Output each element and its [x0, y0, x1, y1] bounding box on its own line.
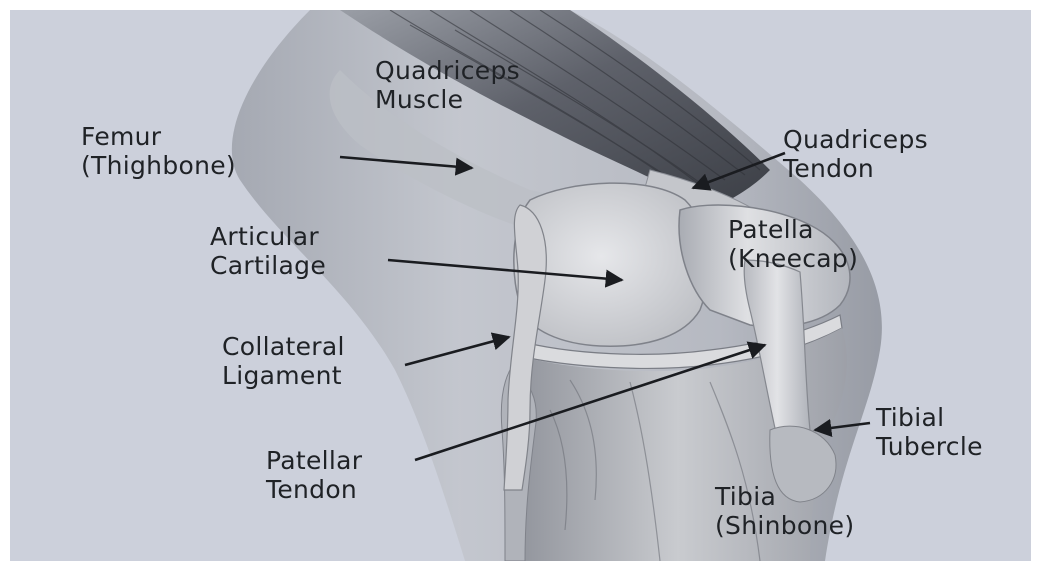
label-collateral-ligament-line2: Ligament [222, 361, 345, 390]
label-collateral-ligament-line1: Collateral [222, 332, 345, 361]
label-articular-cartilage-line1: Articular [210, 222, 326, 251]
label-patella: Patella (Kneecap) [728, 215, 858, 273]
label-femur: Femur (Thighbone) [81, 122, 236, 180]
label-femur-line1: Femur [81, 122, 236, 151]
label-tibial-tubercle-line1: Tibial [876, 403, 983, 432]
label-quadriceps-muscle-line2: Muscle [375, 85, 520, 114]
label-quadriceps-tendon-line2: Tendon [783, 154, 928, 183]
label-patellar-tendon-line1: Patellar [266, 446, 362, 475]
label-quadriceps-tendon: Quadriceps Tendon [783, 125, 928, 183]
label-patella-line1: Patella [728, 215, 858, 244]
label-patellar-tendon-line2: Tendon [266, 475, 362, 504]
label-tibia-line2: (Shinbone) [715, 511, 854, 540]
label-quadriceps-muscle-line1: Quadriceps [375, 56, 520, 85]
label-tibia-line1: Tibia [715, 482, 854, 511]
label-patella-line2: (Kneecap) [728, 244, 858, 273]
label-tibia: Tibia (Shinbone) [715, 482, 854, 540]
knee-illustration [10, 10, 1031, 561]
knee-anatomy-figure: Quadriceps Muscle Femur (Thighbone) Quad… [10, 10, 1031, 561]
label-articular-cartilage-line2: Cartilage [210, 251, 326, 280]
label-collateral-ligament: Collateral Ligament [222, 332, 345, 390]
label-quadriceps-muscle: Quadriceps Muscle [375, 56, 520, 114]
label-articular-cartilage: Articular Cartilage [210, 222, 326, 280]
label-tibial-tubercle-line2: Tubercle [876, 432, 983, 461]
label-femur-line2: (Thighbone) [81, 151, 236, 180]
label-tibial-tubercle: Tibial Tubercle [876, 403, 983, 461]
label-quadriceps-tendon-line1: Quadriceps [783, 125, 928, 154]
label-patellar-tendon: Patellar Tendon [266, 446, 362, 504]
